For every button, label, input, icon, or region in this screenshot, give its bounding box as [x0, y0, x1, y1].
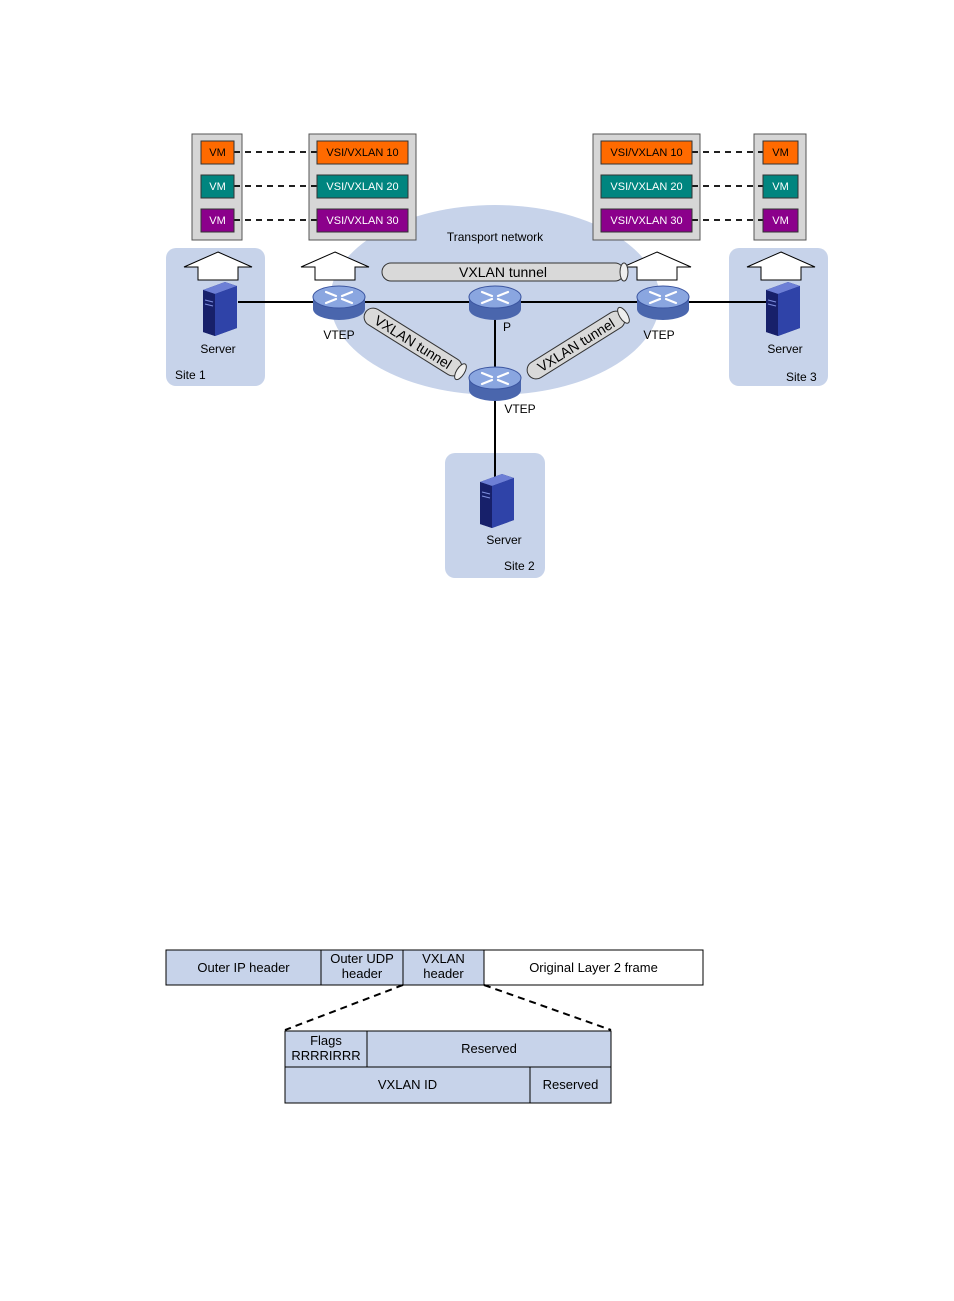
- original-frame-label: Original Layer 2 frame: [529, 960, 658, 975]
- vtep3-vsi-10: VSI/VXLAN 10: [600, 140, 693, 165]
- vm-label: VM: [209, 147, 226, 159]
- vxlan-header-cell: [402, 949, 485, 986]
- vtep1-vsi-10: VSI/VXLAN 10: [316, 140, 409, 165]
- expand-lines: [284, 984, 612, 1031]
- server-icon: [765, 281, 801, 336]
- site1-server-label: Server: [200, 342, 235, 356]
- server-icon: [479, 473, 515, 528]
- site3-vm-30: VM: [762, 208, 799, 233]
- outer-udp-label-2: header: [342, 966, 383, 981]
- vxlan-tunnel-top: VXLAN tunnel: [381, 262, 629, 282]
- vm-label: VM: [772, 147, 789, 159]
- vxlan-header-label-2: header: [423, 966, 464, 981]
- transport-network-label: Transport network: [447, 230, 544, 244]
- vtep1-vsi-20: VSI/VXLAN 20: [316, 174, 409, 199]
- reserved2-label: Reserved: [543, 1077, 599, 1092]
- outer-udp-header-cell: [320, 949, 404, 986]
- site2-name: Site 2: [504, 559, 535, 573]
- vm-label: VM: [772, 181, 789, 193]
- site3-vm-20: VM: [762, 174, 799, 199]
- vxlan-id-cell: [284, 1066, 531, 1104]
- outer-udp-label-1: Outer UDP: [330, 951, 394, 966]
- vtep1-vsi-30: VSI/VXLAN 30: [316, 208, 409, 233]
- site3-server-label: Server: [767, 342, 802, 356]
- vm-vsi-mapping-lines: [234, 151, 763, 221]
- reserved1-cell: [366, 1030, 612, 1068]
- router-icon: [467, 284, 523, 322]
- router-icon: [635, 284, 691, 322]
- server-icon: [202, 281, 238, 336]
- site2-server-label: Server: [486, 533, 521, 547]
- vsi-label: VSI/VXLAN 20: [326, 181, 398, 193]
- p-router-label: P: [503, 320, 511, 334]
- vtep3-vsi-30: VSI/VXLAN 30: [600, 208, 693, 233]
- vsi-label: VSI/VXLAN 30: [610, 215, 682, 227]
- flags-label-1: Flags: [310, 1033, 342, 1048]
- vtep3-label: VTEP: [643, 328, 674, 342]
- reserved1-label: Reserved: [461, 1041, 517, 1056]
- packet-format: Outer IP header Outer UDP header VXLAN h…: [165, 949, 704, 1104]
- site3-name: Site 3: [786, 370, 817, 384]
- vm-label: VM: [209, 181, 226, 193]
- vm-label: VM: [772, 215, 789, 227]
- tunnel-label: VXLAN tunnel: [459, 264, 547, 280]
- site1-vm-20: VM: [200, 174, 235, 199]
- site1-name: Site 1: [175, 368, 206, 382]
- vsi-label: VSI/VXLAN 20: [610, 181, 682, 193]
- site3-vm-10: VM: [762, 140, 799, 165]
- outer-ip-header-cell: [165, 949, 322, 986]
- vsi-label: VSI/VXLAN 30: [326, 215, 398, 227]
- vtep2-label: VTEP: [504, 402, 535, 416]
- vm-label: VM: [209, 215, 226, 227]
- flags-label-2: RRRRIRRR: [291, 1048, 360, 1063]
- vtep1-label: VTEP: [323, 328, 354, 342]
- original-frame-cell: [483, 949, 704, 986]
- site1-vm-10: VM: [200, 140, 235, 165]
- vsi-label: VSI/VXLAN 10: [326, 147, 398, 159]
- vxlan-header-label-1: VXLAN: [422, 951, 465, 966]
- site1-vm-30: VM: [200, 208, 235, 233]
- vxlan-id-label: VXLAN ID: [378, 1077, 437, 1092]
- router-icon: [467, 365, 523, 403]
- vsi-label: VSI/VXLAN 10: [610, 147, 682, 159]
- reserved2-cell: [529, 1066, 612, 1104]
- outer-ip-header-label: Outer IP header: [197, 960, 290, 975]
- vtep3-vsi-20: VSI/VXLAN 20: [600, 174, 693, 199]
- router-icon: [311, 284, 367, 322]
